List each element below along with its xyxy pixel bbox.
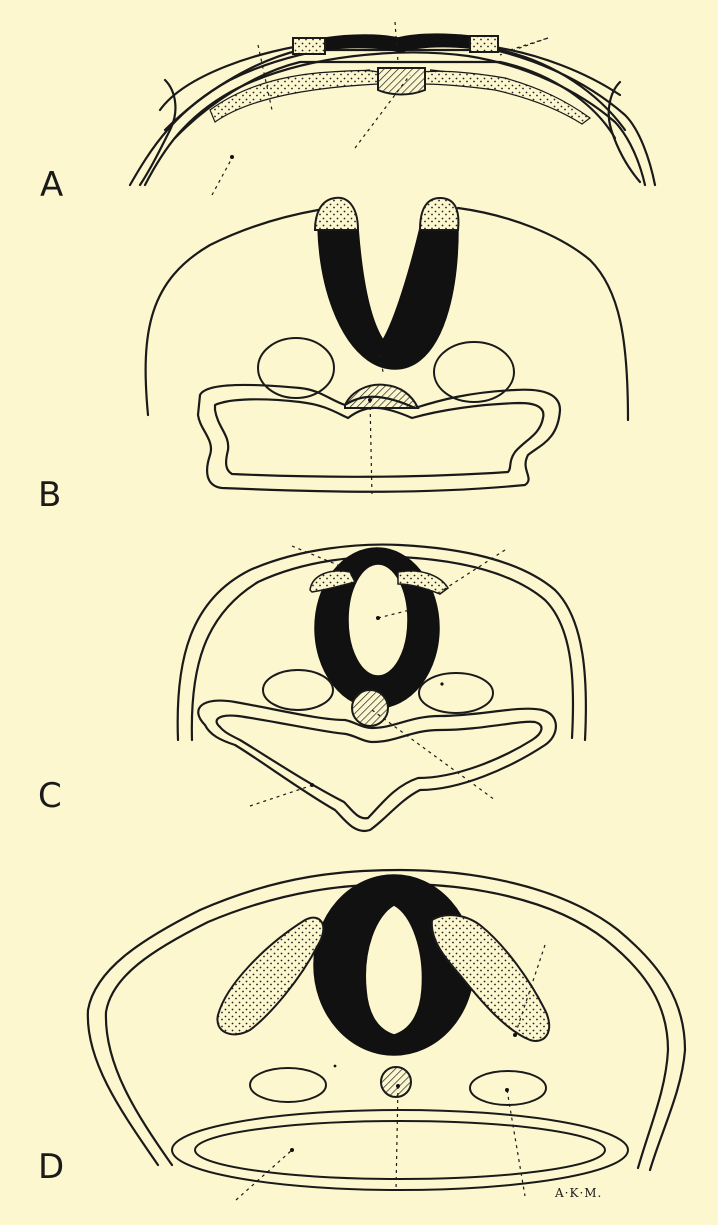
panel-a: A [40,22,655,205]
artist-signature: A·K·M. [554,1186,602,1200]
panel-letter-c: C [38,776,62,816]
panel-b: B [38,198,628,515]
panel-d: D A·K·M. [38,870,685,1200]
panel-letter-a: A [40,165,63,205]
panel-c: C [38,545,586,831]
panel-letter-d: D [38,1147,64,1187]
panel-letter-b: B [38,475,61,515]
